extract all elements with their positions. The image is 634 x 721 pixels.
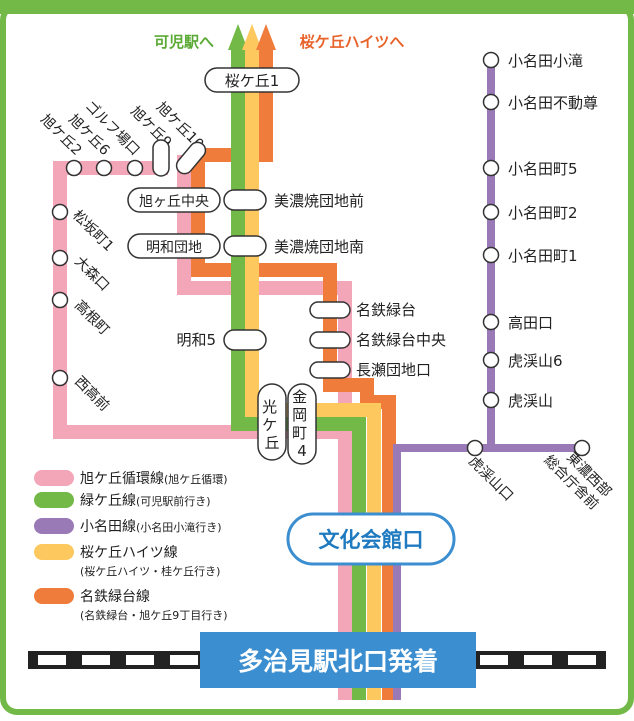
kanaokacho4-char-1: 金 xyxy=(292,388,307,406)
kanaokacho4-char-4: 4 xyxy=(297,442,307,460)
kanaokacho4-char-2: 岡 xyxy=(292,406,307,424)
bunka-kaikan-guchi-pill xyxy=(286,512,456,566)
station-kogaoka-pill xyxy=(257,383,287,461)
kogaoka-char-2: ケ xyxy=(262,416,277,434)
stop-onata-fudoson xyxy=(482,93,500,111)
stop-nagase-danchi-guchi xyxy=(309,361,351,379)
stop-tono-seibu-sogo-chosha-mae xyxy=(573,439,591,457)
station-meiwa5-label: 明和5 xyxy=(176,331,216,349)
legend-midoridai-note: (名鉄緑台・旭ケ丘9丁目行き) xyxy=(80,608,228,622)
stop-meitetsu-midoridai xyxy=(309,301,351,319)
stop-asahigaoka10 xyxy=(175,141,207,175)
station-kogaoka-label: 光 ケ 丘 xyxy=(262,398,282,452)
station-takataguchi-label: 高田口 xyxy=(508,314,553,332)
rail-dash xyxy=(126,655,154,665)
station-pill xyxy=(127,187,221,213)
station-meitetsu-midoridai-chuo-label: 名鉄緑台中央 xyxy=(356,331,446,349)
station-minoyaki-danchi-mae-label: 美濃焼団地前 xyxy=(274,192,364,210)
legend: 旭ケ丘循環線(旭ケ丘循環) 緑ケ丘線(可児駅前行き) 小名田線(小名田小滝行き)… xyxy=(34,470,228,622)
stop-takataguchi xyxy=(482,313,500,331)
legend-midoridai-name: 名鉄緑台線 xyxy=(80,589,150,605)
kogaoka-char-3: 丘 xyxy=(264,434,279,452)
stop-onatacho5 xyxy=(482,159,500,177)
station-onata-fudoson-label: 小名田不動尊 xyxy=(508,94,598,112)
stop-nishitakamae xyxy=(51,369,69,387)
rail-dash xyxy=(170,655,198,665)
station-minoyaki-danchi-minami-label: 美濃焼団地南 xyxy=(274,238,364,256)
legend-midorigaoka-name: 緑ケ丘線 xyxy=(80,493,136,509)
legend-onata-name: 小名田線 xyxy=(80,519,136,535)
pink-route-branch xyxy=(177,155,352,432)
station-meitetsu-midoridai-label: 名鉄緑台 xyxy=(356,301,416,319)
stop-kokeizan6 xyxy=(482,351,500,369)
stop-kokeizan xyxy=(482,391,500,409)
station-pill xyxy=(204,67,300,93)
legend-item-midorigaoka: 緑ケ丘線(可児駅前行き) xyxy=(80,493,211,509)
station-kokeizan-label: 虎渓山 xyxy=(508,392,553,410)
legend-item-loop: 旭ケ丘循環線(旭ケ丘循環) xyxy=(80,471,228,487)
railway-dashes xyxy=(38,655,596,665)
legend-swatch-orange xyxy=(34,588,74,604)
stop-meiwa5 xyxy=(223,329,267,351)
legend-heights-name: 桜ケ丘ハイツ線 xyxy=(80,545,178,561)
legend-midorigaoka-note: (可児駅前行き) xyxy=(136,494,211,508)
legend-item-onata: 小名田線(小名田小滝行き) xyxy=(80,519,222,535)
rail-dash xyxy=(38,655,66,665)
station-kanaokacho4-label: 金 岡 町 4 xyxy=(292,388,312,460)
stop-kokeizan-guchi xyxy=(466,439,484,457)
legend-swatch-green xyxy=(34,492,74,508)
rail-dash xyxy=(524,655,552,665)
dir-kani-label: 可児駅へ xyxy=(154,33,214,51)
frame-border xyxy=(0,3,634,715)
stop-golf-iriguchi xyxy=(126,159,144,177)
rail-dash xyxy=(480,655,508,665)
kogaoka-char-1: 光 xyxy=(262,398,277,416)
legend-swatch-purple xyxy=(34,518,74,534)
station-asahigaoka-chuo-label: 旭ヶ丘中央 xyxy=(139,194,209,210)
station-onatacho5-label: 小名田町5 xyxy=(508,160,578,178)
arrow-sakuragaoka-heights-orange xyxy=(256,24,276,50)
legend-swatch-pink xyxy=(34,470,74,486)
arrow-sakuragaoka-heights-yellow xyxy=(242,24,262,50)
stop-onatacho2 xyxy=(482,203,500,221)
legend-heights-note: (桜ケ丘ハイツ・桂ケ丘行き) xyxy=(80,564,220,578)
rail-dash xyxy=(568,655,596,665)
stop-asahigaoka6 xyxy=(95,159,113,177)
stop-matsusakacho1 xyxy=(51,203,69,221)
stop-omoriguchi xyxy=(51,249,69,267)
station-kanaokacho4-pill xyxy=(287,383,317,465)
station-bunka-kaikan-guchi-label: 文化会館口 xyxy=(319,528,424,552)
arrow-kani xyxy=(228,24,248,50)
legend-loop-note: (旭ケ丘循環) xyxy=(164,472,228,486)
station-onatacho1-label: 小名田町1 xyxy=(508,247,578,265)
terminal-tajimi-kitaguchi-label: 多治見駅北口発着 xyxy=(238,647,438,676)
purple-route-trunk xyxy=(393,444,582,700)
station-pill xyxy=(127,233,221,259)
stop-meitetsu-midoridai-chuo xyxy=(309,331,351,349)
legend-loop-name: 旭ケ丘循環線 xyxy=(80,471,164,487)
stop-asahigaoka-chuo xyxy=(223,189,267,211)
kanaokacho4-char-3: 町 xyxy=(292,424,307,442)
station-kokeizan6-label: 虎渓山6 xyxy=(508,352,563,370)
legend-swatch-yellow xyxy=(34,544,74,560)
station-meiwa-danchi-label: 明和団地 xyxy=(146,240,202,256)
station-onatacho2-label: 小名田町2 xyxy=(508,204,578,222)
rail-dash xyxy=(82,655,110,665)
stop-asahigaoka9 xyxy=(152,139,170,177)
dir-sakuragaoka-heights-label: 桜ケ丘ハイツへ xyxy=(300,33,405,51)
stop-takanecho xyxy=(51,291,69,309)
legend-onata-note: (小名田小滝行き) xyxy=(136,520,222,534)
terminal-box xyxy=(200,632,476,688)
stop-meiwa-danchi xyxy=(223,235,267,257)
station-sakuragaoka1-label: 桜ケ丘1 xyxy=(225,72,280,90)
stop-onata-kotaki xyxy=(482,51,500,69)
stop-asahigaoka2 xyxy=(65,159,83,177)
station-nagase-danchi-guchi-label: 長瀬団地口 xyxy=(356,361,431,379)
stop-onatacho1 xyxy=(482,246,500,264)
station-onata-kotaki-label: 小名田小滝 xyxy=(508,52,583,70)
